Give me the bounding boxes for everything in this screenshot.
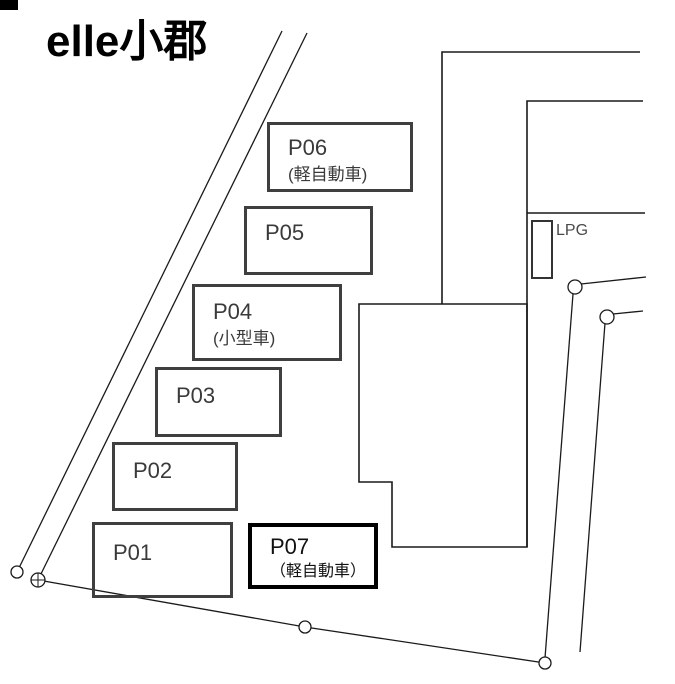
spot-label: P07 — [270, 534, 310, 559]
spot-label: P03 — [176, 383, 216, 408]
fence-line-1-arm — [580, 276, 647, 285]
parking-spot-p04: P04 (小型車) — [192, 284, 342, 361]
spot-label: P04 — [213, 299, 253, 324]
boundary-marker-icon — [538, 656, 552, 670]
boundary-marker-icon — [298, 620, 312, 634]
building-outline-top-right — [441, 51, 640, 304]
scan-corner-mark — [0, 0, 18, 10]
parking-spot-p06: P06 (軽自動車) — [267, 122, 413, 192]
spot-label: P05 — [265, 220, 305, 245]
benchmark-cross-icon — [31, 573, 45, 587]
parking-spot-p01: P01 — [92, 522, 233, 598]
boundary-marker-icon — [10, 565, 24, 579]
fence-line-2-arm — [612, 310, 644, 315]
spot-vehicle-type: (小型車) — [213, 328, 276, 348]
boundary-marker-icon — [599, 309, 615, 325]
spot-vehicle-type: （軽自動車） — [270, 562, 367, 580]
spot-label: P01 — [113, 540, 153, 565]
spot-label: P06 — [288, 135, 328, 160]
spot-vehicle-type: (軽自動車) — [288, 164, 368, 184]
parking-spot-p03: P03 — [155, 367, 282, 437]
spot-label: P02 — [133, 458, 173, 483]
road-edge-line-left — [16, 30, 283, 573]
lpg-label: LPG — [556, 222, 589, 239]
lpg-tank-box — [531, 220, 553, 279]
building-outline-central — [358, 303, 528, 548]
parking-spot-p07: P07 （軽自動車） — [248, 523, 378, 589]
plan-title: elle小郡 — [46, 17, 208, 66]
fence-line-2 — [579, 322, 606, 653]
boundary-marker-icon — [567, 279, 583, 295]
building-outline-right — [526, 100, 645, 547]
road-edge-line-right — [37, 32, 308, 581]
parking-spot-p02: P02 — [112, 442, 238, 511]
parking-spot-p05: P05 — [244, 206, 373, 275]
fence-line-1 — [544, 293, 574, 659]
